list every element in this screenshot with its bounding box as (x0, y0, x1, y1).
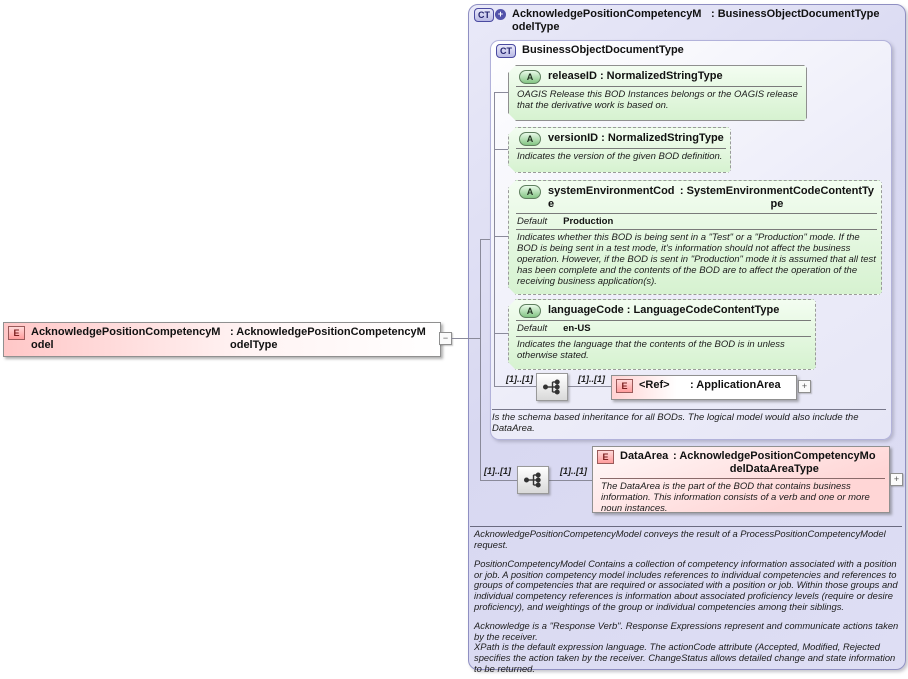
ref-element-type: : ApplicationArea (690, 379, 781, 391)
base-complextype-title: CT BusinessObjectDocumentType (496, 44, 884, 58)
outer-type-basetype: : BusinessObjectDocumentType (711, 8, 880, 20)
base-type-annotation: Is the schema based inheritance for all … (492, 409, 886, 434)
dataarea-type: : AcknowledgePositionCompetencyModelData… (673, 450, 876, 475)
expand-button[interactable]: + (798, 380, 811, 393)
default-label: Default (517, 216, 548, 227)
attribute-type: : SystemEnvironmentCodeContentType (679, 185, 875, 210)
attribute-type: : NormalizedStringType (599, 70, 723, 82)
complextype-badge: CT (496, 44, 516, 58)
default-value: Production (563, 216, 614, 227)
cardinality-label: [1]..[1] (484, 466, 511, 476)
outer-type-name: AcknowledgePositionCompetencyModelType (512, 8, 702, 33)
attribute-name: versionID (548, 132, 599, 144)
plus-icon: + (801, 381, 808, 391)
element-badge: E (616, 379, 633, 393)
tree-stub-languagecode (494, 333, 508, 334)
tree-trunk-outer (480, 239, 481, 480)
element-badge: E (8, 326, 25, 340)
documentation-paragraph: Acknowledge is a "Response Verb". Respon… (474, 620, 899, 674)
dataarea-annotation: The DataArea is the part of the BOD that… (601, 481, 870, 514)
documentation-paragraph: AcknowledgePositionCompetencyModel conve… (474, 528, 886, 550)
attribute-annotation: Indicates the version of the given BOD d… (517, 151, 723, 162)
connector-sequence-to-ref (566, 386, 612, 387)
attribute-annotation: Indicates the language that the contents… (517, 339, 785, 361)
cardinality-label: [1]..[1] (578, 374, 605, 384)
attribute-type: : LanguageCodeContentType (626, 304, 780, 316)
documentation-panel: AcknowledgePositionCompetencyModel conve… (474, 528, 900, 679)
tree-stub-sequence (494, 386, 536, 387)
cardinality-label: [1]..[1] (560, 466, 587, 476)
attribute-badge: A (519, 185, 541, 199)
connector-root-to-type (451, 338, 468, 339)
complextype-badge: CT (474, 8, 494, 22)
sequence-glyph (524, 472, 541, 488)
attribute-versionid[interactable]: A versionID : NormalizedStringType Indic… (508, 127, 731, 173)
root-element-name: AcknowledgePositionCompetencyModel (31, 326, 221, 351)
ref-applicationarea-node[interactable]: E <Ref> : ApplicationArea (611, 375, 797, 400)
default-label: Default (517, 323, 548, 334)
tree-trunk-inner (494, 92, 495, 386)
attribute-languagecode[interactable]: A languageCode : LanguageCodeContentType… (508, 299, 816, 370)
attribute-type: : NormalizedStringType (601, 132, 724, 144)
tree-entry-line (468, 338, 480, 339)
outer-complextype-title: CT + AcknowledgePositionCompetencyModelT… (474, 8, 898, 34)
documentation-paragraph: PositionCompetencyModel Contains a colle… (474, 558, 898, 612)
sequence-compositor-icon[interactable] (536, 373, 568, 401)
attribute-annotation: OAGIS Release this BOD Instances belongs… (517, 89, 798, 111)
attribute-badge: A (519, 132, 541, 146)
root-element-node[interactable]: E AcknowledgePositionCompetencyModel : A… (3, 322, 441, 357)
expand-button[interactable]: + (890, 473, 903, 486)
cardinality-label: [1]..[1] (506, 374, 533, 384)
connector-seq-to-dataarea (547, 480, 592, 481)
default-value: en-US (563, 323, 591, 334)
base-type-name: BusinessObjectDocumentType (522, 44, 684, 56)
plus-icon: + (495, 9, 506, 20)
dataarea-node[interactable]: E DataArea : AcknowledgePositionCompeten… (592, 446, 890, 514)
attribute-annotation: Indicates whether this BOD is being sent… (517, 232, 876, 287)
dataarea-name: DataArea (620, 450, 669, 462)
tree-stub-releaseid (494, 92, 508, 93)
element-badge: E (597, 450, 614, 464)
ref-element-name: <Ref> (639, 379, 670, 391)
minus-icon: − (442, 333, 449, 343)
tree-stub-dataarea-seq (480, 480, 517, 481)
attribute-systemenvironmentcode[interactable]: A systemEnvironmentCode : SystemEnvironm… (508, 180, 882, 295)
plus-icon: + (893, 474, 900, 484)
tree-stub-systemenvironmentcode (494, 236, 508, 237)
sequence-compositor-icon[interactable] (517, 466, 549, 494)
root-element-type: : AcknowledgePositionCompetencyModelType (230, 326, 426, 351)
attribute-name: languageCode (548, 304, 624, 316)
attribute-badge: A (519, 70, 541, 84)
sequence-glyph (543, 379, 560, 395)
attribute-name: systemEnvironmentCode (548, 185, 675, 210)
tree-stub-versionid (494, 149, 508, 150)
tree-stub-basetype (480, 239, 490, 240)
attribute-releaseid[interactable]: A releaseID : NormalizedStringType OAGIS… (508, 65, 807, 121)
documentation-separator (470, 526, 902, 527)
attribute-name: releaseID (548, 70, 597, 82)
attribute-badge: A (519, 304, 541, 318)
